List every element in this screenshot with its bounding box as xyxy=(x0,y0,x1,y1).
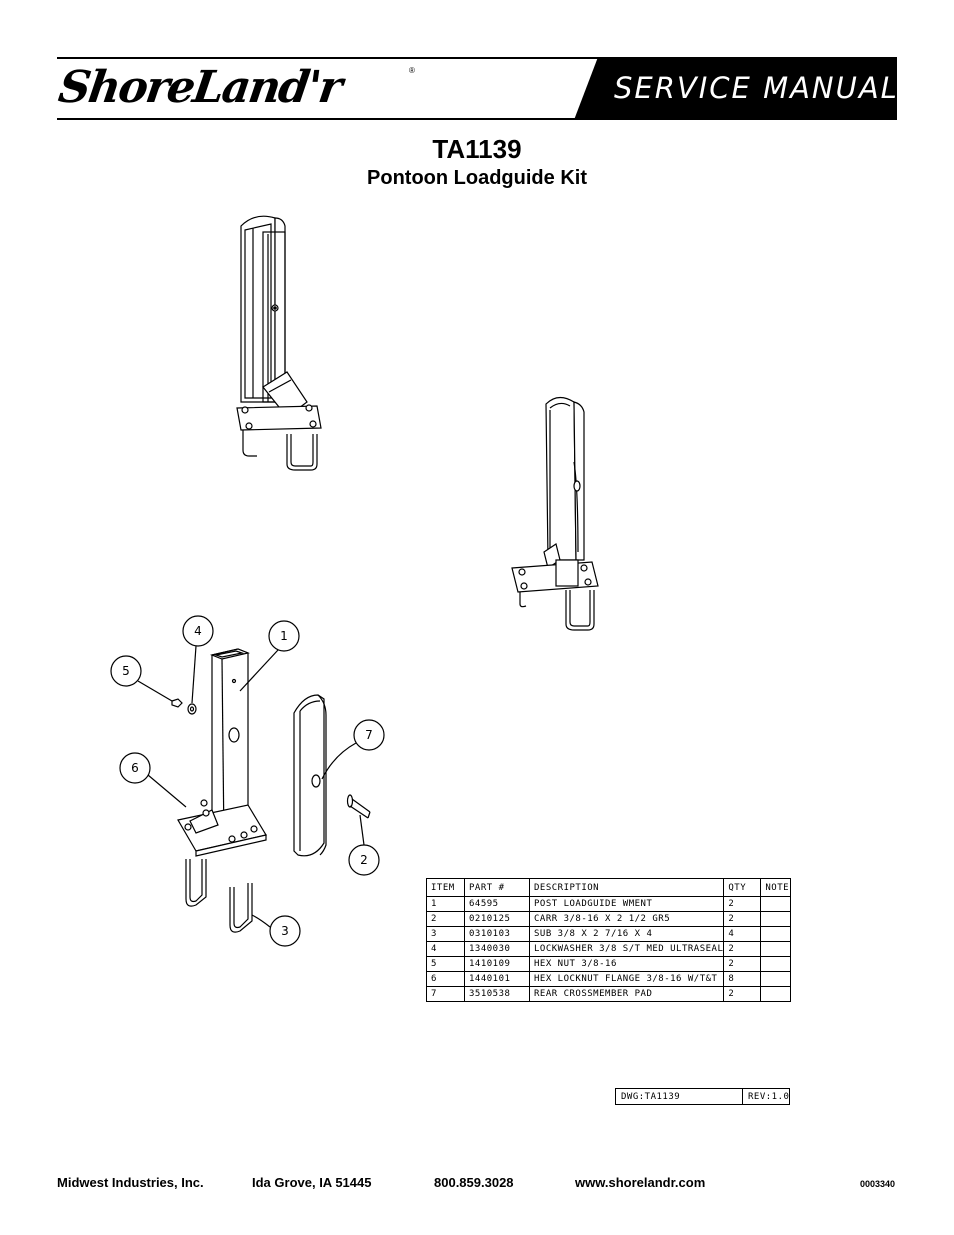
revision: REV:1.0 xyxy=(741,1088,791,1105)
cell-part: 64595 xyxy=(464,896,530,912)
cell-part: 0310103 xyxy=(464,926,530,942)
table-row: 5 1410109 HEX NUT 3/8-16 2 xyxy=(426,956,792,972)
table-row: 4 1340030 LOCKWASHER 3/8 S/T MED ULTRASE… xyxy=(426,941,792,957)
header-description: DESCRIPTION xyxy=(528,878,725,897)
cell-qty: 2 xyxy=(723,986,762,1002)
callout-6: 6 xyxy=(131,761,139,775)
cell-note xyxy=(760,941,792,957)
table-row: 7 3510538 REAR CROSSMEMBER PAD 2 xyxy=(426,986,792,1002)
footer-phone: 800.859.3028 xyxy=(434,1175,514,1190)
header-rule-bottom xyxy=(57,118,897,120)
cell-description: CARR 3/8-16 X 2 1/2 GR5 xyxy=(528,911,725,927)
cell-note xyxy=(760,956,792,972)
cell-item: 3 xyxy=(426,926,465,942)
parts-table: ITEM PART # DESCRIPTION QTY NOTE 1 64595… xyxy=(426,878,792,1002)
footer-website[interactable]: www.shorelandr.com xyxy=(575,1175,706,1190)
cell-item: 2 xyxy=(426,911,465,927)
cell-part: 3510538 xyxy=(464,986,530,1002)
service-manual-banner xyxy=(574,57,897,120)
brand-name: ShoreLand'r xyxy=(55,62,344,113)
cell-part: 0210125 xyxy=(464,911,530,927)
cell-item: 4 xyxy=(426,941,465,957)
cell-qty: 2 xyxy=(723,941,762,957)
cell-qty: 2 xyxy=(723,896,762,912)
callout-5: 5 xyxy=(122,664,130,678)
cell-note xyxy=(760,896,792,912)
exploded-view: 4 1 5 7 6 2 3 xyxy=(110,615,385,947)
assembled-view-rear xyxy=(511,396,599,631)
header-qty: QTY xyxy=(723,878,762,897)
document-subtitle: Pontoon Loadguide Kit xyxy=(367,167,587,189)
cell-note xyxy=(760,971,792,987)
cell-description: SUB 3/8 X 2 7/16 X 4 xyxy=(528,926,725,942)
cell-description: REAR CROSSMEMBER PAD xyxy=(528,986,725,1002)
cell-item: 7 xyxy=(426,986,465,1002)
cell-qty: 2 xyxy=(723,911,762,927)
callout-2: 2 xyxy=(360,853,368,867)
callout-1: 1 xyxy=(280,629,288,643)
table-row: 1 64595 POST LOADGUIDE WMENT 2 xyxy=(426,896,792,912)
cell-qty: 8 xyxy=(723,971,762,987)
callout-bubbles xyxy=(110,615,385,947)
table-row: 2 0210125 CARR 3/8-16 X 2 1/2 GR5 2 xyxy=(426,911,792,927)
cell-part: 1340030 xyxy=(464,941,530,957)
assembled-view-front xyxy=(236,215,322,471)
footer-location: Ida Grove, IA 51445 xyxy=(252,1175,372,1190)
cell-description: POST LOADGUIDE WMENT xyxy=(528,896,725,912)
cell-qty: 4 xyxy=(723,926,762,942)
cell-description: HEX NUT 3/8-16 xyxy=(528,956,725,972)
drawing-number: DWG:TA1139 xyxy=(615,1088,743,1105)
header-item: ITEM xyxy=(426,878,465,897)
footer-doc-code: 0003340 xyxy=(860,1179,896,1189)
table-row: 3 0310103 SUB 3/8 X 2 7/16 X 4 4 xyxy=(426,926,792,942)
footer-company: Midwest Industries, Inc. xyxy=(57,1175,204,1190)
table-row: 6 1440101 HEX LOCKNUT FLANGE 3/8-16 W/T&… xyxy=(426,971,792,987)
drawing-title-block: DWG:TA1139 REV:1.0 xyxy=(615,1088,791,1105)
cell-part: 1440101 xyxy=(464,971,530,987)
cell-description: LOCKWASHER 3/8 S/T MED ULTRASEAL xyxy=(528,941,725,957)
registered-mark: ® xyxy=(409,66,415,75)
cell-item: 1 xyxy=(426,896,465,912)
header-rule-top xyxy=(57,57,897,59)
header-part: PART # xyxy=(464,878,530,897)
callout-7: 7 xyxy=(365,728,373,742)
callout-4: 4 xyxy=(194,624,202,638)
cell-note xyxy=(760,911,792,927)
cell-description: HEX LOCKNUT FLANGE 3/8-16 W/T&T xyxy=(528,971,725,987)
header-note: NOTE xyxy=(760,878,792,897)
cell-qty: 2 xyxy=(723,956,762,972)
cell-item: 5 xyxy=(426,956,465,972)
cell-item: 6 xyxy=(426,971,465,987)
cell-note xyxy=(760,926,792,942)
brand-logo: ShoreLand'r ® xyxy=(55,58,417,118)
document-title: TA1139 xyxy=(432,134,522,164)
cell-note xyxy=(760,986,792,1002)
callout-3: 3 xyxy=(281,924,289,938)
parts-table-header: ITEM PART # DESCRIPTION QTY NOTE xyxy=(426,878,792,897)
cell-part: 1410109 xyxy=(464,956,530,972)
